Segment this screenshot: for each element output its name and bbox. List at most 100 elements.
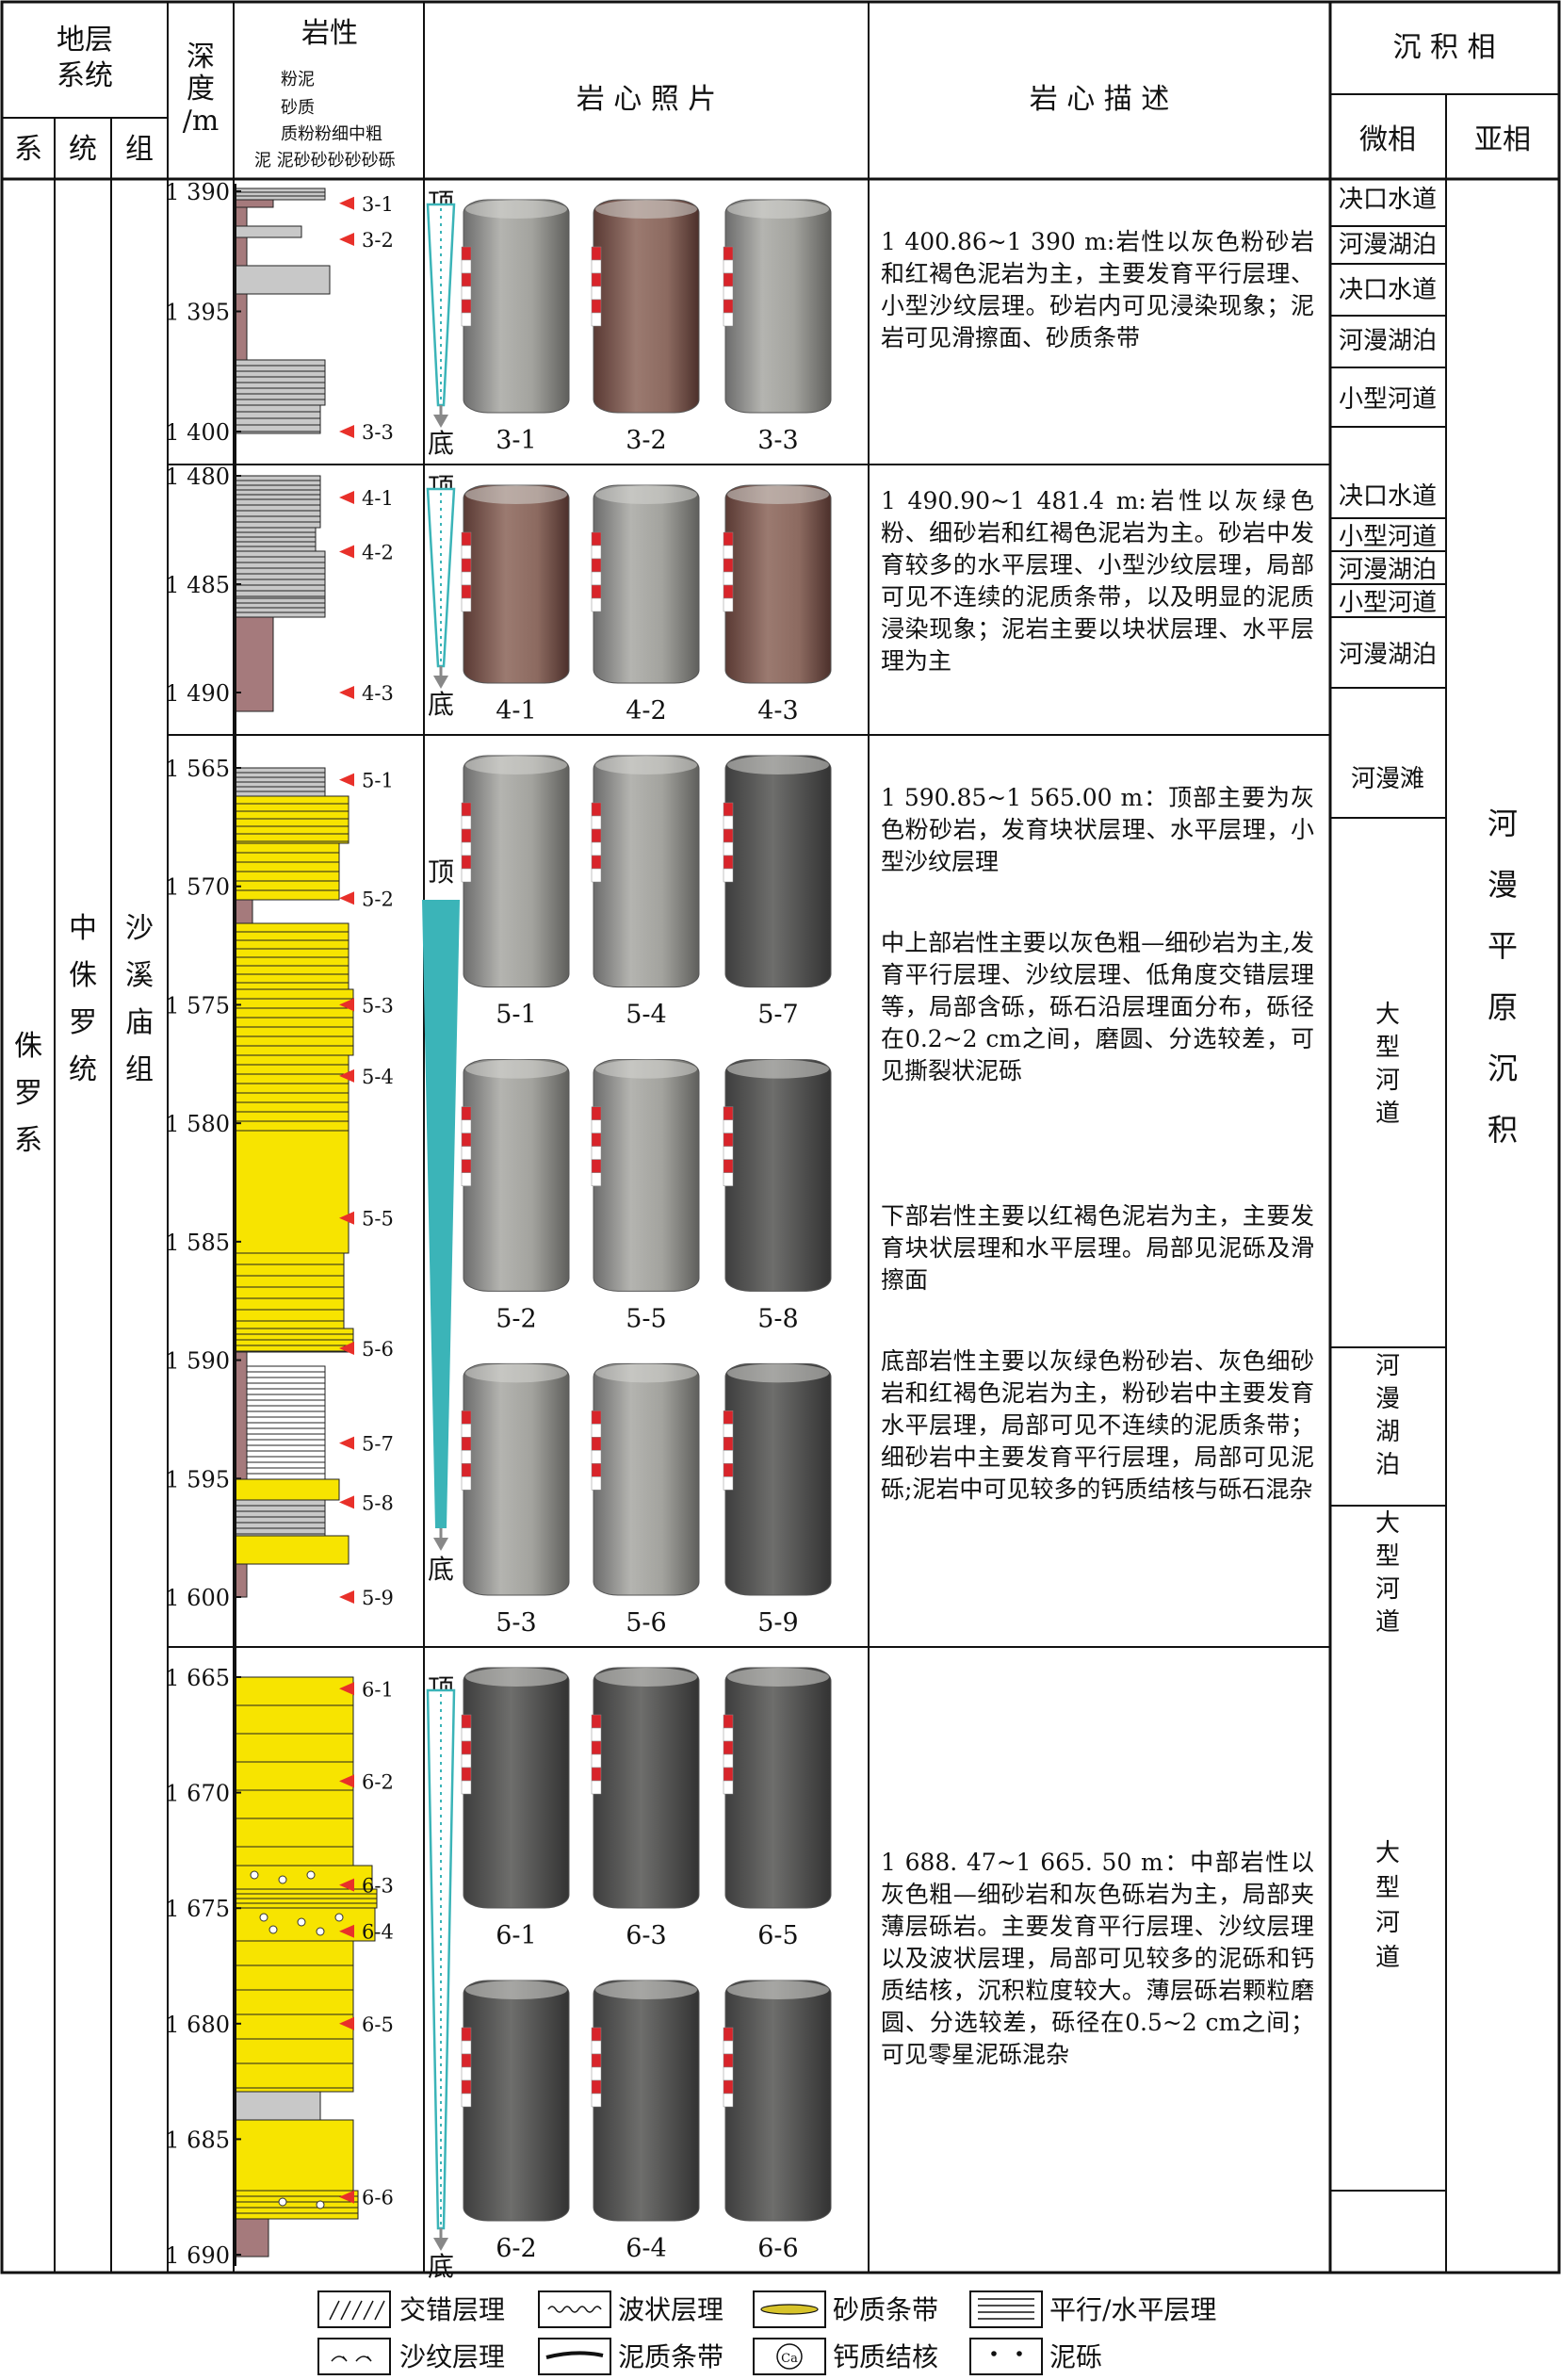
lith-bed-sand <box>235 1478 340 1501</box>
strat-formation-4: 组 <box>125 1053 154 1086</box>
scale-bar-segment <box>461 571 472 586</box>
core-photo <box>463 755 570 988</box>
scale-bar-segment <box>591 299 602 314</box>
core-top <box>465 756 567 774</box>
micro-s3-3b: 漫 <box>1375 1385 1400 1413</box>
strat-series-1: 中 <box>69 912 97 945</box>
scale-bar-segment <box>591 584 602 599</box>
description-section-2: 1 490.90~1 481.4 m:岩性以灰绿色粉、细砂岩和红褐色泥岩为主。砂… <box>881 485 1314 698</box>
scale-bar-segment <box>591 1106 602 1120</box>
core-photo <box>463 1667 570 1909</box>
depth-label: 1 595 <box>165 1466 230 1492</box>
sample-marker-label: 5-2 <box>362 888 394 910</box>
scale-bar-segment <box>461 2053 472 2068</box>
scale-bar-segment <box>723 841 734 856</box>
micro-s4-1a: 大 <box>1375 1839 1400 1867</box>
scale-bar-segment <box>591 2066 602 2081</box>
core-photo <box>593 1059 700 1292</box>
photo-label: 5-6 <box>626 1608 666 1638</box>
photo-label: 3-3 <box>757 426 798 455</box>
scale-bar-segment <box>591 246 602 261</box>
strat-system-2: 罗 <box>14 1077 42 1110</box>
scale-bar-segment <box>723 828 734 843</box>
scale-bar-segment <box>461 1133 472 1147</box>
description-section-3: 1 590.85~1 565.00 m：顶部主要为灰色粉砂岩，发育块状层理、水平… <box>881 782 1314 1526</box>
sample-marker-label: 3-1 <box>362 193 394 216</box>
photo-label: 4-1 <box>496 696 536 725</box>
subfacies-char-5: 沉 <box>1488 1051 1518 1086</box>
description-s1-p1: 1 400.86~1 390 m:岩性以灰色粉砂岩和红褐色泥岩为主，主要发育平行… <box>881 228 1314 351</box>
scale-bar-segment <box>723 1753 734 1769</box>
scale-bar-segment <box>723 2079 734 2095</box>
scale-bar-segment <box>723 1780 734 1795</box>
depth-label: 1 590 <box>165 1348 230 1375</box>
lith-bed-silt <box>235 404 321 434</box>
sample-marker-label: 6-1 <box>362 1678 394 1701</box>
depth-label: 1 480 <box>165 464 230 490</box>
sample-marker-icon <box>339 196 354 210</box>
scale-bar-segment <box>461 815 472 830</box>
legend-swatch-mudclast <box>969 2338 1043 2375</box>
micro-s1-5: 小型河道 <box>1339 385 1437 414</box>
micro-s1-2: 河漫湖泊 <box>1339 231 1437 259</box>
core-photo <box>593 1667 700 1909</box>
lith-bed-mud <box>235 1563 248 1598</box>
scale-bar-segment <box>723 855 734 870</box>
depth-label: 1 575 <box>165 992 230 1019</box>
strat-system-1: 侏 <box>14 1030 42 1063</box>
sample-marker-icon <box>339 1878 354 1892</box>
photo-label: 3-1 <box>496 426 536 455</box>
sample-marker-icon <box>339 686 354 699</box>
micro-s3-2d: 道 <box>1375 1100 1400 1128</box>
legend-label-7: 钙质结核 <box>833 2341 938 2372</box>
scale-bar-segment <box>723 1727 734 1742</box>
sample-marker-icon <box>339 1211 354 1225</box>
description-section-4: 1 688. 47~1 665. 50 m：中部岩性以灰色粗—细砂岩和灰色砾岩为… <box>881 1847 1314 2092</box>
micro-s3-4c: 河 <box>1375 1575 1400 1604</box>
scale-bar-segment <box>591 855 602 870</box>
scale-bar-segment <box>591 1133 602 1147</box>
core-photo <box>724 1362 832 1596</box>
header-lith-4: 泥 泥砂砂砂砂砂砾 <box>254 151 396 171</box>
scale-bar-segment <box>461 1437 472 1451</box>
legend-label-4: 平行/水平层理 <box>1049 2294 1216 2325</box>
gravel-clast <box>259 1913 268 1922</box>
scale-bar-segment <box>723 558 734 573</box>
lith-bed-sand <box>235 2190 359 2220</box>
core-top <box>595 485 697 504</box>
scale-bar-segment <box>591 841 602 856</box>
sample-marker-icon <box>339 2190 354 2204</box>
core-top <box>727 1059 829 1079</box>
depth-label: 1 485 <box>165 572 230 598</box>
scale-bar-segment <box>461 299 472 314</box>
photo-label: 6-3 <box>626 1921 666 1950</box>
sample-marker-icon <box>339 891 354 905</box>
scale-bar-segment <box>723 2053 734 2068</box>
photo-label: 4-3 <box>757 696 798 725</box>
microfacies-column: 决口水道 河漫湖泊 决口水道 河漫湖泊 小型河道 决口水道 小型河道 河漫湖泊 … <box>1330 186 1446 2192</box>
scale-bar-segment <box>461 272 472 287</box>
depth-label: 1 490 <box>165 680 230 707</box>
lith-bed-silt <box>235 187 326 201</box>
scale-bar-segment <box>461 285 472 301</box>
legend-label-8: 泥砾 <box>1049 2341 1102 2372</box>
gravel-clast <box>268 1925 278 1934</box>
scale-bar-segment <box>461 1714 472 1729</box>
sample-marker-label: 4-3 <box>362 682 394 705</box>
gravel-clast <box>306 1870 316 1880</box>
sample-marker-icon <box>339 1068 354 1083</box>
scale-bar-segment <box>591 1714 602 1729</box>
legend-swatch-cross <box>317 2290 391 2328</box>
sample-marker-label: 6-4 <box>362 1921 394 1944</box>
legend-swatch-parallel <box>969 2290 1043 2328</box>
subfacies-char-1: 河 <box>1488 806 1518 841</box>
photo-label: 5-5 <box>626 1304 666 1333</box>
gravel-clast <box>316 2200 325 2209</box>
description-s2-p1: 1 490.90~1 481.4 m:岩性以灰绿色粉、细砂岩和红褐色泥岩为主。砂… <box>881 487 1314 675</box>
sample-marker-icon <box>339 773 354 787</box>
scale-bar-segment <box>591 272 602 287</box>
lith-bed-sand <box>235 1535 350 1565</box>
scale-bar-segment <box>461 1767 472 1782</box>
core-top <box>595 1981 697 1999</box>
